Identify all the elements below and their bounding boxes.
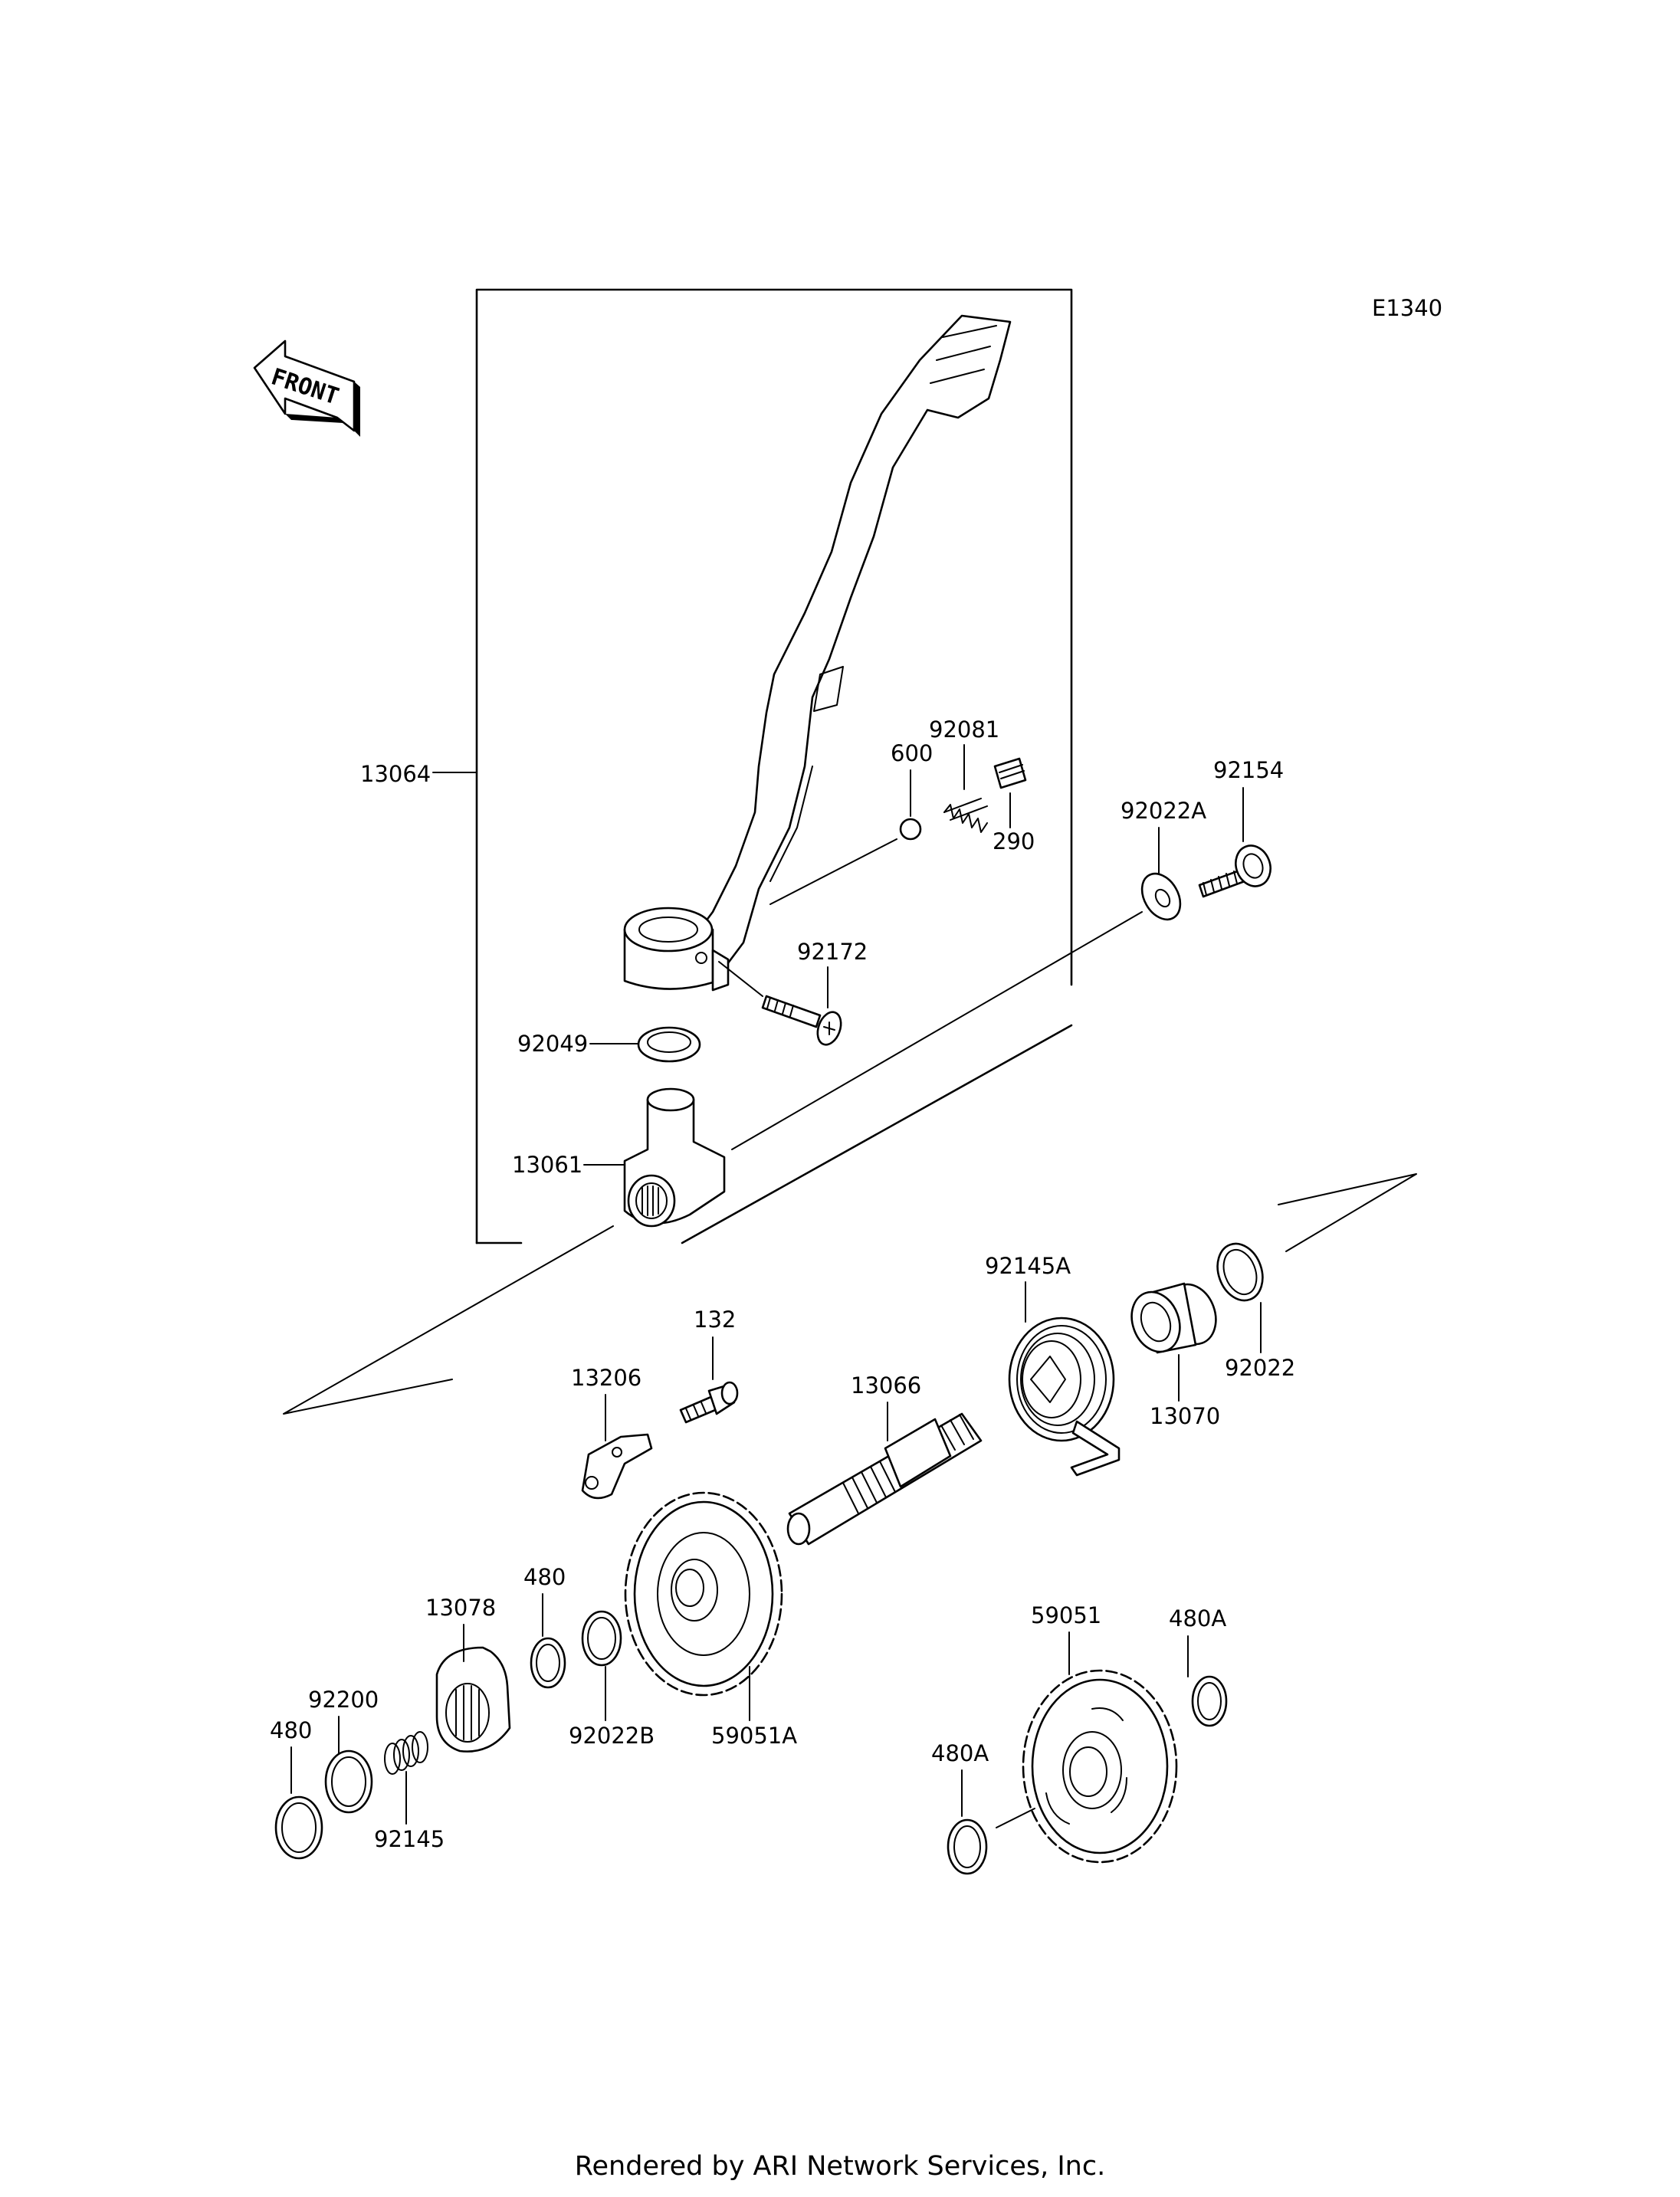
part-92145-spring <box>384 1731 428 1775</box>
leader-600-b <box>769 838 897 905</box>
part-480-circlip-upper <box>530 1637 566 1689</box>
front-arrow-icon: FRONT <box>253 339 360 437</box>
label-92049: 92049 <box>517 1031 588 1057</box>
part-13070-collar <box>1130 1282 1217 1354</box>
label-92154: 92154 <box>1213 757 1284 783</box>
part-92022-washer <box>1216 1242 1264 1302</box>
part-13064-kick-arm <box>623 314 1012 992</box>
label-132: 132 <box>694 1307 736 1333</box>
axis-kick-arm <box>731 911 1143 1150</box>
kick-arm-group-box <box>475 288 1073 1244</box>
shaft-axis-lines <box>283 1173 1417 1415</box>
part-92200-washer <box>324 1749 373 1814</box>
label-92022A: 92022A <box>1121 798 1206 824</box>
part-92172-bolt <box>761 995 842 1046</box>
part-290-plunger <box>993 757 1027 789</box>
label-92022: 92022 <box>1225 1355 1295 1381</box>
part-13206-plate <box>581 1433 653 1500</box>
label-92200: 92200 <box>308 1687 379 1713</box>
label-13070: 13070 <box>1150 1403 1220 1429</box>
part-13078-ratchet <box>435 1646 511 1753</box>
label-480A-right: 480A <box>1169 1605 1226 1631</box>
part-92022B-washer <box>581 1610 622 1667</box>
part-13061-boss <box>623 1087 726 1228</box>
part-59051A-gear <box>624 1491 783 1697</box>
label-92022B: 92022B <box>569 1723 655 1749</box>
label-92081: 92081 <box>929 716 999 743</box>
part-480-circlip-lower <box>274 1795 323 1860</box>
diagram-code: E1340 <box>1372 295 1442 321</box>
label-13206: 13206 <box>571 1365 641 1391</box>
label-92145: 92145 <box>374 1826 445 1852</box>
label-480-lower: 480 <box>270 1717 312 1743</box>
label-13064: 13064 <box>360 761 431 787</box>
label-13078: 13078 <box>425 1595 496 1621</box>
part-92145A-spring <box>1008 1317 1121 1477</box>
label-59051: 59051 <box>1031 1602 1101 1628</box>
label-290: 290 <box>993 828 1035 854</box>
label-92145A: 92145A <box>985 1253 1071 1279</box>
part-92022A-washer <box>1140 872 1182 921</box>
part-480A-circlip-left <box>947 1818 988 1875</box>
label-480A-left: 480A <box>931 1740 989 1766</box>
label-59051A: 59051A <box>711 1723 797 1749</box>
part-92154-bolt <box>1198 844 1271 898</box>
part-59051-gear <box>1022 1669 1178 1864</box>
label-600: 600 <box>891 740 933 766</box>
part-600-ball <box>899 818 922 841</box>
part-92049-seal <box>637 1026 701 1063</box>
part-13066-shaft <box>786 1412 983 1546</box>
label-92172: 92172 <box>797 939 868 965</box>
leader-92172-b <box>718 961 763 997</box>
axis-59051 <box>996 1808 1035 1828</box>
label-480-upper: 480 <box>523 1564 566 1590</box>
label-13061: 13061 <box>512 1152 582 1178</box>
part-480A-circlip-right <box>1191 1675 1228 1727</box>
footer-credit: Rendered by ARI Network Services, Inc. <box>575 2151 1105 2182</box>
part-92081-spring <box>943 798 988 833</box>
label-13066: 13066 <box>851 1372 921 1399</box>
part-132-bolt <box>679 1381 739 1424</box>
